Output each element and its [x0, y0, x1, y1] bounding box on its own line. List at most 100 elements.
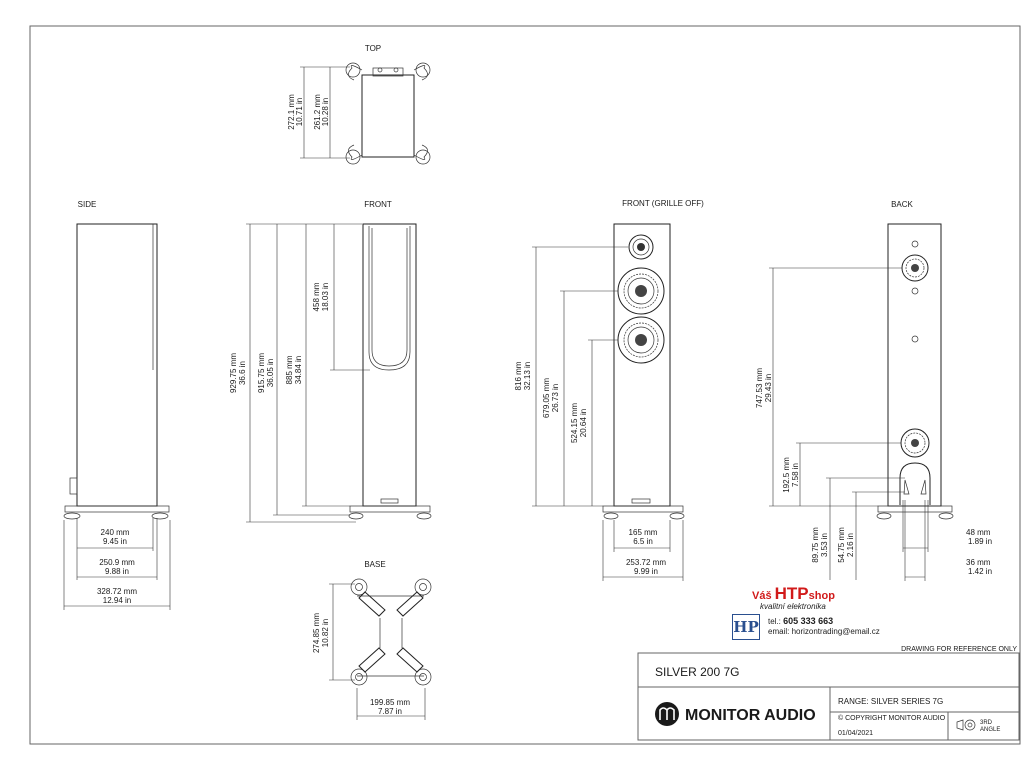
- base-foot-bl: [350, 668, 368, 686]
- back-h1-in: 29.43 in: [764, 374, 773, 402]
- front-view: FRONT 929.75 mm 36.6 in 915.75 mm 36.05 …: [229, 200, 432, 523]
- back-port-upper-ring: [905, 258, 925, 278]
- back-w1-mm: 48 mm: [966, 528, 991, 537]
- copyright-label: © COPYRIGHT MONITOR AUDIO: [838, 714, 946, 722]
- top-inner-in: 10.28 in: [321, 98, 330, 126]
- front-h3-in: 34.84 in: [294, 356, 303, 384]
- shop-tagline: kvalitní elektronika: [760, 602, 826, 611]
- side-view-label: SIDE: [78, 200, 97, 209]
- sheet-border: [29, 25, 1021, 745]
- front-h2-mm: 915.75 mm: [257, 353, 266, 393]
- shop-prefix: Váš: [752, 590, 775, 602]
- base-foot-tl-inner: [355, 583, 363, 591]
- top-view-label: TOP: [365, 44, 381, 53]
- top-foot-circle-tr: [415, 62, 431, 78]
- back-h3-in: 3.53 in: [820, 533, 829, 557]
- base-arm-tr: [396, 591, 424, 617]
- date-label: 01/04/2021: [838, 730, 873, 737]
- back-terminals: [903, 479, 927, 495]
- fg-h3-mm: 524.15 mm: [570, 403, 579, 443]
- back-mount-lower: [911, 335, 919, 343]
- range-label: RANGE: SILVER SERIES 7G: [838, 697, 943, 706]
- back-h1-mm: 747.53 mm: [755, 368, 764, 408]
- projection-symbol-inner: [967, 722, 973, 728]
- model-name: SILVER 200 7G: [655, 665, 740, 679]
- shop-stamp: Váš HTPshop kvalitní elektronika HP tel.…: [732, 584, 952, 644]
- fg-w2-in: 9.99 in: [634, 567, 658, 576]
- base-foot-br: [414, 668, 432, 686]
- base-arm-bl: [358, 647, 386, 673]
- back-port-lower-ring: [904, 432, 926, 454]
- side-w1-mm: 240 mm: [101, 528, 130, 537]
- reference-note: DRAWING FOR REFERENCE ONLY: [901, 646, 1017, 653]
- front-grille-off-view: FRONT (GRILLE OFF) 816 mm 32.13 in 679.0…: [514, 199, 704, 581]
- fg-w1-mm: 165 mm: [629, 528, 658, 537]
- side-w2-in: 9.88 in: [105, 567, 129, 576]
- base-arm-br: [396, 647, 424, 673]
- base-foot-tr-inner: [419, 583, 427, 591]
- side-plinth: [64, 505, 170, 513]
- angle-label-2: ANGLE: [980, 727, 1000, 733]
- top-depth-in: 10.71 in: [295, 98, 304, 126]
- title-block: DRAWING FOR REFERENCE ONLY SILVER 200 7G…: [637, 646, 1020, 741]
- front-h3-mm: 885 mm: [285, 355, 294, 384]
- fg-woofer-1-cap: [635, 285, 647, 297]
- fg-cabinet: [613, 223, 671, 507]
- fg-h2-in: 26.73 in: [551, 384, 560, 412]
- base-foot-br-inner: [419, 673, 427, 681]
- back-h2-in: 7.58 in: [791, 463, 800, 487]
- top-foot-bl: [348, 144, 363, 160]
- side-foot-left: [63, 512, 81, 520]
- shop-phone-label: tel.:: [768, 617, 784, 626]
- front-badge: [380, 498, 399, 504]
- top-foot-tr: [413, 65, 428, 81]
- back-mount-top: [911, 240, 919, 248]
- back-foot-right: [938, 512, 954, 520]
- fg-woofer-1-ring: [627, 277, 655, 305]
- top-terminal-b: [393, 67, 399, 73]
- top-foot-tl: [348, 65, 363, 81]
- base-h-in: 10.82 in: [321, 619, 330, 647]
- base-w-in: 7.87 in: [378, 707, 402, 716]
- back-w1-in: 1.89 in: [968, 537, 992, 546]
- back-h4-in: 2.16 in: [846, 533, 855, 557]
- fg-tweeter-dome: [637, 243, 645, 251]
- fg-foot-left: [603, 512, 619, 520]
- top-terminal-a: [377, 67, 383, 73]
- back-view-label: BACK: [891, 200, 913, 209]
- top-foot-circle-bl: [345, 149, 361, 165]
- base-foot-bl-inner: [355, 673, 363, 681]
- fg-h3-in: 20.64 in: [579, 409, 588, 437]
- shop-brand: Váš HTPshop: [752, 584, 835, 604]
- base-h-mm: 274.85 mm: [312, 613, 321, 653]
- fg-w2-mm: 253.72 mm: [626, 558, 666, 567]
- fg-h1-mm: 816 mm: [514, 361, 523, 390]
- base-view: BASE 274.85 mm 10.82 in 199.85 mm 7.87 i…: [312, 560, 432, 720]
- top-view: TOP 272.1 mm 10.71 in 261.2 mm 10.28 in: [287, 44, 431, 165]
- back-plinth: [877, 505, 953, 513]
- base-rails: [357, 595, 424, 677]
- back-h2-mm: 192.5 mm: [782, 457, 791, 493]
- shop-email[interactable]: email: horizontrading@email.cz: [768, 627, 880, 636]
- front-grille-outline: [368, 226, 411, 371]
- back-foot-left: [876, 512, 892, 520]
- fg-woofer-2-ring: [627, 326, 655, 354]
- front-foot-right: [416, 512, 432, 520]
- back-port-lower-core: [911, 439, 919, 447]
- shop-brand-htp: HTP: [774, 584, 809, 603]
- fg-woofer-2-cone: [623, 322, 659, 358]
- angle-label-1: 3RD: [980, 720, 993, 726]
- front-h4-in: 18.03 in: [321, 283, 330, 311]
- front-grille-off-label: FRONT (GRILLE OFF): [622, 199, 704, 208]
- side-view-cabinet: [76, 223, 158, 507]
- front-grille-inner: [371, 228, 408, 367]
- fg-foot-right: [669, 512, 685, 520]
- side-foot-right: [151, 512, 169, 520]
- top-foot-circle-br: [415, 149, 431, 165]
- fg-woofer-1-cone: [623, 273, 659, 309]
- shop-phone-number[interactable]: 605 333 663: [783, 616, 834, 626]
- front-plinth: [349, 505, 431, 513]
- shop-phone: tel.: 605 333 663: [768, 616, 833, 626]
- shop-brand-suffix: shop: [808, 590, 835, 602]
